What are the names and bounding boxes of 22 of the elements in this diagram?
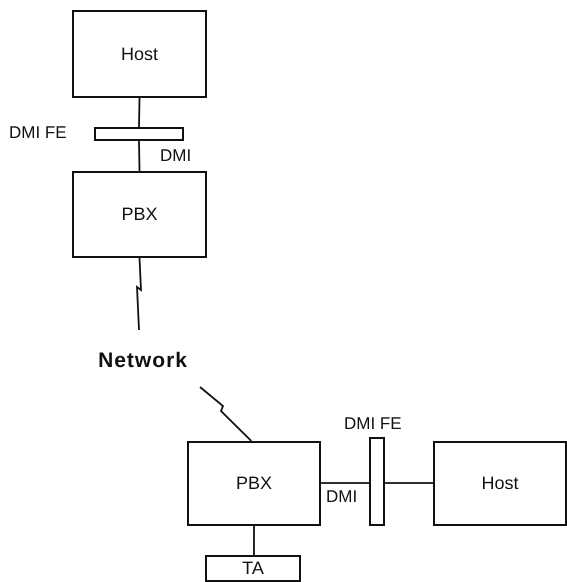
box-label: TA <box>242 558 264 579</box>
bar-label: DMI FE <box>344 414 402 434</box>
connector-line <box>321 482 369 484</box>
lightning-link <box>136 258 142 330</box>
connector-line <box>138 140 140 172</box>
unit-box <box>72 10 207 98</box>
unit-box <box>433 441 567 526</box>
lightning-link <box>199 386 252 442</box>
network-label: Network <box>84 347 202 375</box>
bar-label: DMI FE <box>9 123 67 143</box>
connector-line <box>138 98 140 128</box>
unit-box <box>187 441 321 526</box>
unit-box <box>205 555 301 582</box>
box-label: Host <box>120 44 158 64</box>
box-label: PBX <box>236 473 272 494</box>
connector-line <box>385 482 433 484</box>
box-label: Host <box>481 473 518 494</box>
interface-bar <box>369 437 385 526</box>
box-label: PBX <box>121 204 158 225</box>
interface-bar <box>94 127 184 141</box>
connector-line <box>253 526 255 555</box>
unit-box <box>72 171 207 258</box>
